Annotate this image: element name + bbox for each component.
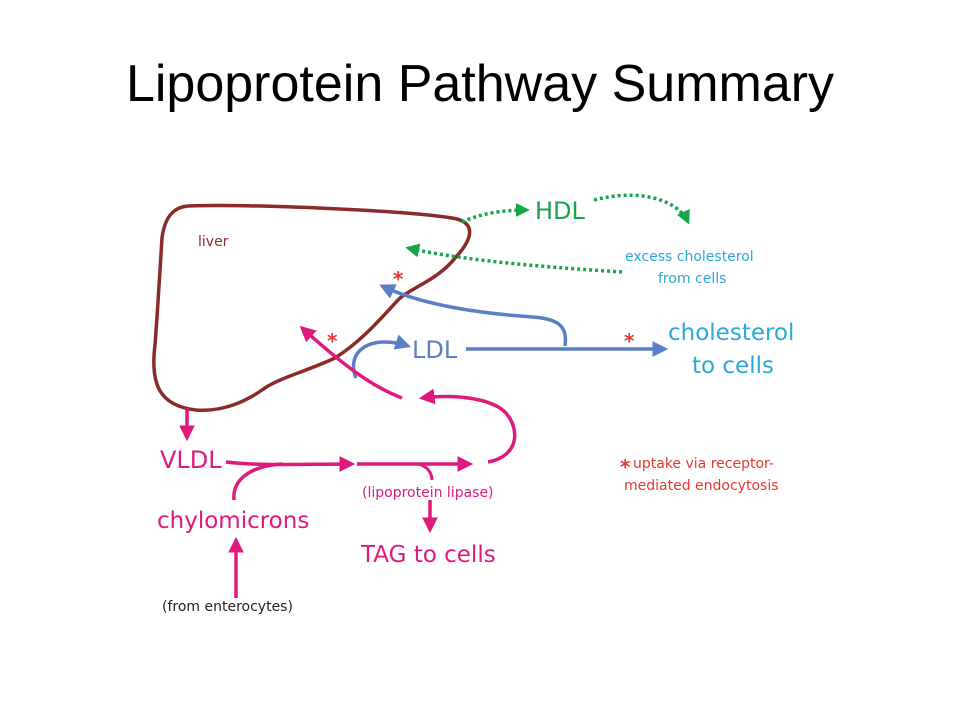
note-line2: mediated endocytosis <box>624 478 779 494</box>
remnant-to-liver-arrow <box>299 325 403 400</box>
liver-label: liver <box>198 234 229 250</box>
slide-title: Lipoprotein Pathway Summary <box>125 55 835 113</box>
from-enterocytes-label: (from enterocytes) <box>162 599 293 615</box>
excess-cholesterol-line2: from cells <box>658 271 726 287</box>
asterisk-ldl-liver: * <box>393 267 404 291</box>
chylomicrons-label: chylomicrons <box>157 508 309 534</box>
hdl-label: HDL <box>535 197 586 225</box>
lipase-tick <box>417 462 434 481</box>
excess-to-liver-arrow <box>405 243 623 274</box>
vldl-to-idl-arrow <box>225 456 356 472</box>
cholesterol-to-cells-line1: cholesterol <box>668 320 794 346</box>
ldl-to-liver-arrow <box>379 284 568 347</box>
vldl-label: VLDL <box>160 446 222 474</box>
note-asterisk: * <box>620 455 631 479</box>
chylomicrons-merge-curve <box>232 462 283 501</box>
asterisk-remnant-liver: * <box>327 329 338 353</box>
tag-to-cells-label: TAG to cells <box>360 542 496 568</box>
liver-to-hdl-arrow <box>461 203 530 224</box>
asterisk-ldl-cells: * <box>624 329 635 353</box>
cholesterol-to-cells-line2: to cells <box>692 353 774 379</box>
liver-outline <box>152 203 472 412</box>
excess-cholesterol-line1: excess cholesterol <box>625 249 754 265</box>
lipoprotein-lipase-label: (lipoprotein lipase) <box>362 485 494 501</box>
remnant-to-ldl-arrow <box>418 388 517 464</box>
ldl-label: LDL <box>412 336 458 364</box>
hdl-to-excess-arrow <box>593 193 690 225</box>
ldl-loop-arrow <box>351 334 411 379</box>
note-line1: uptake via receptor- <box>633 456 774 472</box>
